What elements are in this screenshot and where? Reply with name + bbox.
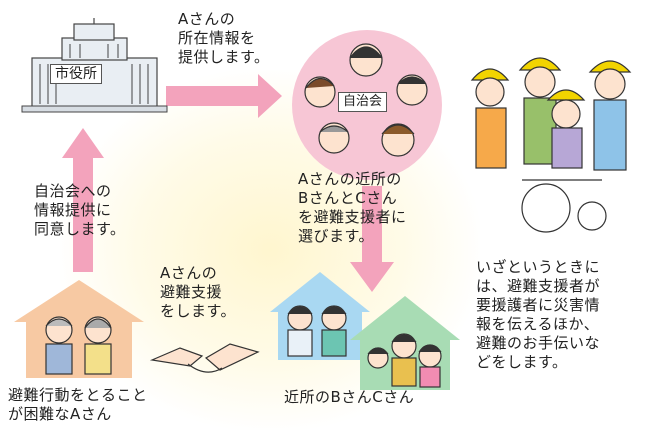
side-text-line-6: どをします。	[476, 353, 568, 371]
handshake-text-line-2: 避難支援	[160, 283, 223, 301]
side-text-line-4: 報を伝えるほか、	[476, 315, 600, 333]
association-label: 自治会	[338, 92, 388, 112]
arrow-top-line-1: Aさんの	[178, 10, 236, 28]
side-text-line-2: は、避難支援者が	[476, 277, 601, 295]
arrow-left-line-3: 同意します。	[34, 220, 126, 238]
resident-a-house-icon	[14, 280, 144, 378]
neighbors-caption: 近所のBさんCさん	[284, 388, 415, 406]
neighbors-houses-icon	[270, 272, 460, 390]
arrow-left-text: 自治会への 情報提供に 同意します。	[34, 182, 126, 239]
handshake-icon	[149, 343, 260, 373]
arrow-city-to-association	[166, 74, 282, 118]
association-text: Aさんの近所の BさんとCさん を避難支援者に 選びます。	[298, 170, 407, 246]
arrow-resident-to-city	[62, 128, 104, 272]
side-text-line-1: いざというときに	[476, 258, 601, 276]
side-explanation-text: いざというときに は、避難支援者が 要援護者に災害情 報を伝えるほか、 避難のお…	[476, 258, 600, 372]
arrow-top-text: Aさんの 所在情報を 提供します。	[178, 10, 270, 67]
arrow-left-line-2: 情報提供に	[34, 201, 112, 219]
resident-a-caption-line-1: 避難行動をとること	[8, 386, 148, 404]
resident-a-caption-line-2: が困難なAさん	[8, 405, 112, 423]
association-text-line-4: 選びます。	[298, 227, 375, 245]
arrow-top-line-3: 提供します。	[178, 48, 270, 66]
arrow-top-line-2: 所在情報を	[178, 29, 256, 47]
association-text-line-2: BさんとCさん	[298, 189, 398, 207]
arrow-association-to-neighbors	[350, 186, 394, 292]
city-hall-label: 市役所	[50, 64, 102, 84]
side-text-line-5: 避難のお手伝いな	[476, 334, 601, 352]
handshake-text: Aさんの 避難支援 をします。	[160, 264, 236, 321]
side-text-line-3: 要援護者に災害情	[476, 296, 601, 314]
association-members-icon	[304, 43, 428, 157]
handshake-text-line-3: をします。	[160, 302, 237, 320]
handshake-text-line-1: Aさんの	[160, 264, 218, 282]
evacuation-helpers-icon	[470, 57, 632, 233]
association-text-line-1: Aさんの近所の	[298, 170, 402, 188]
resident-a-caption: 避難行動をとること が困難なAさん	[8, 386, 148, 424]
arrow-left-line-1: 自治会への	[34, 182, 112, 200]
association-text-line-3: を避難支援者に	[298, 208, 407, 226]
